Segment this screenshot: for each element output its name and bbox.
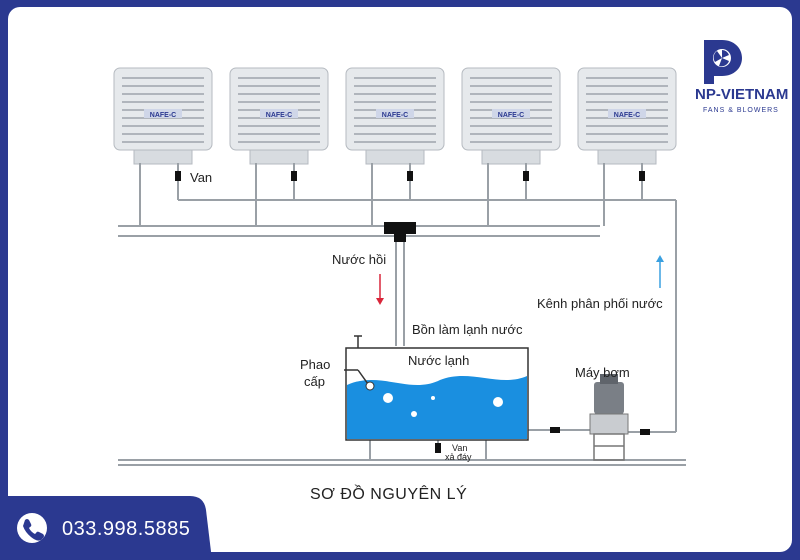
tee-fitting	[384, 222, 416, 234]
pump-label: Máy bơm	[575, 365, 630, 380]
phone-number[interactable]: 033.998.5885	[62, 518, 191, 540]
brand-name: NP-VIETNAM	[695, 86, 789, 103]
brand-tagline: FANS & BLOWERS	[703, 107, 779, 114]
unit-badge: NAFE-C	[382, 112, 408, 119]
drain-valve-label-1: Van	[452, 443, 468, 453]
cooling-tank-label: Bồn làm lạnh nước	[412, 322, 523, 337]
air-cooler-unit: NAFE-C	[461, 67, 561, 165]
air-cooler-unit: NAFE-C	[229, 67, 329, 165]
float-valve-label-2: cấp	[304, 374, 325, 389]
pipe-network	[118, 163, 686, 466]
valve-icons	[175, 171, 650, 453]
phone-badge	[0, 496, 212, 560]
return-water-label: Nước hồi	[332, 252, 387, 267]
float-valve-label-1: Phao	[300, 357, 331, 372]
diagram-title: SƠ ĐỒ NGUYÊN LÝ	[310, 486, 468, 503]
air-cooler-unit: NAFE-C	[113, 67, 213, 165]
air-cooler-unit: NAFE-C	[577, 67, 677, 165]
np-vietnam-logo-icon	[704, 40, 742, 84]
unit-badge: NAFE-C	[614, 112, 640, 119]
valve-label: Van	[190, 170, 213, 185]
unit-badge: NAFE-C	[150, 112, 176, 119]
air-cooler-unit: NAFE-C	[345, 67, 445, 165]
pump	[589, 374, 629, 461]
drain-valve-label-2: xả đáy	[445, 452, 472, 462]
cold-water-label: Nước lạnh	[408, 353, 470, 368]
cooling-tank	[344, 335, 529, 441]
air-cooler-units: NAFE-C NAFE-C NAFE-C NAFE-C NAFE-C	[113, 67, 677, 165]
distribution-channel-label: Kênh phân phối nước	[537, 296, 663, 311]
unit-badge: NAFE-C	[498, 112, 524, 119]
unit-badge: NAFE-C	[266, 112, 292, 119]
drain-valve-icon	[435, 443, 441, 453]
